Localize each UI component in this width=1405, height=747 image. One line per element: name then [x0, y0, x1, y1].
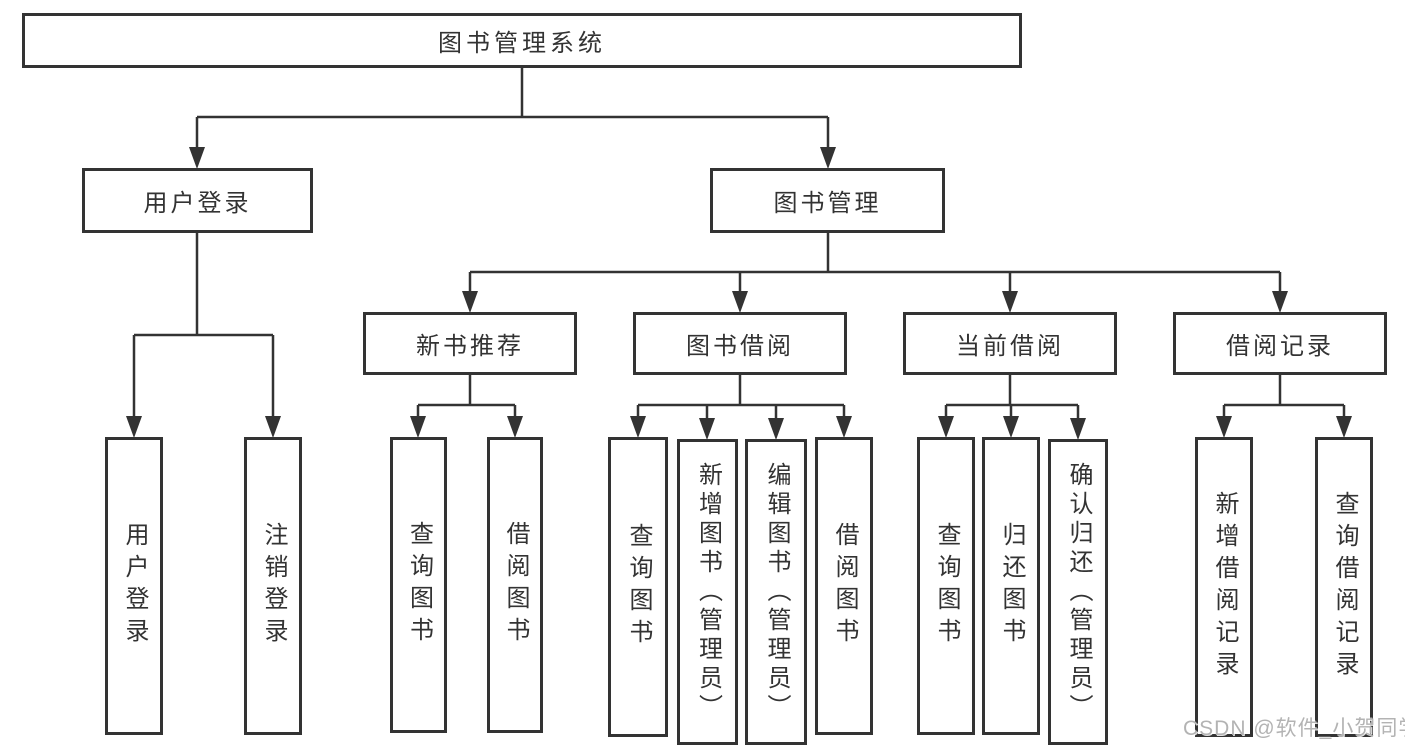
leaf-query-books-2: 查询图书 — [608, 437, 668, 737]
node-current-borrowing: 当前借阅 — [903, 312, 1117, 375]
node-user-login: 用户登录 — [82, 168, 313, 233]
node-book-borrowing: 图书借阅 — [633, 312, 847, 375]
csdn-watermark: CSDN @软件_小贺同学 — [1183, 717, 1405, 740]
node-book-management: 图书管理 — [710, 168, 945, 233]
leaf-add-books-admin: 新增图书（管理员） — [677, 439, 738, 745]
node-library-system: 图书管理系统 — [22, 13, 1022, 68]
leaf-user-login: 用户登录 — [105, 437, 163, 735]
leaf-query-books-3: 查询图书 — [917, 437, 975, 735]
leaf-edit-books-admin: 编辑图书（管理员） — [745, 439, 807, 745]
leaf-confirm-return-admin: 确认归还（管理员） — [1048, 439, 1108, 745]
leaf-borrow-books-1: 借阅图书 — [487, 437, 543, 733]
leaf-query-books-1: 查询图书 — [390, 437, 447, 733]
leaf-add-borrow-record: 新增借阅记录 — [1195, 437, 1253, 737]
node-new-book-recommendation: 新书推荐 — [363, 312, 577, 375]
leaf-logout: 注销登录 — [244, 437, 302, 735]
leaf-return-books: 归还图书 — [982, 437, 1040, 735]
node-borrowing-records: 借阅记录 — [1173, 312, 1387, 375]
leaf-query-borrow-record: 查询借阅记录 — [1315, 437, 1373, 737]
leaf-borrow-books-2: 借阅图书 — [815, 437, 873, 735]
